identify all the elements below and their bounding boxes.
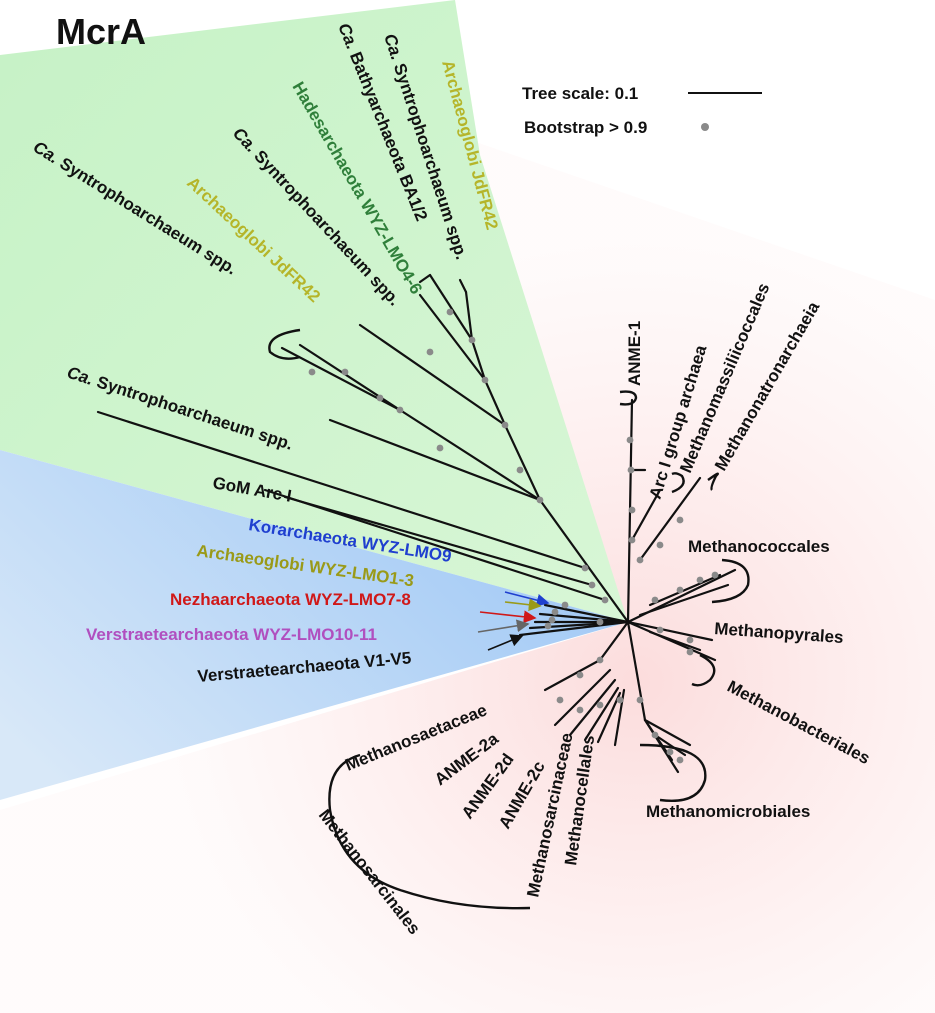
tree-branches xyxy=(96,273,737,774)
label-nezhaarchaeota: Nezhaarchaeota WYZ-LMO7-8 xyxy=(170,590,411,609)
ver-v-arrow xyxy=(487,634,524,651)
legend: Tree scale: 0.1 Bootstrap > 0.9 xyxy=(522,84,762,137)
bootstrap-label: Bootstrap > 0.9 xyxy=(524,118,647,137)
bootstrap-dot-icon xyxy=(701,123,709,131)
ver-lmo-arrow xyxy=(477,619,530,633)
green-sector xyxy=(0,0,628,622)
blue-sector xyxy=(0,450,628,800)
label-verstraetearchaeota-lmo: Verstraetearchaeota WYZ-LMO10-11 xyxy=(86,625,377,644)
bootstrap-nodes xyxy=(308,308,719,764)
nez-arrow xyxy=(479,610,537,624)
tree-scale-label: Tree scale: 0.1 xyxy=(522,84,638,103)
label-methanococcales: Methanococcales xyxy=(688,537,830,556)
figure-title: McrA xyxy=(56,11,146,52)
clade-brackets xyxy=(268,328,750,910)
leaf-arrows xyxy=(477,591,550,651)
label-methanomicrobiales: Methanomicrobiales xyxy=(646,802,810,821)
arch-lmo-arrow xyxy=(504,598,542,612)
pink-sector xyxy=(0,140,935,1013)
label-anme-1: ANME-1 xyxy=(625,321,644,386)
